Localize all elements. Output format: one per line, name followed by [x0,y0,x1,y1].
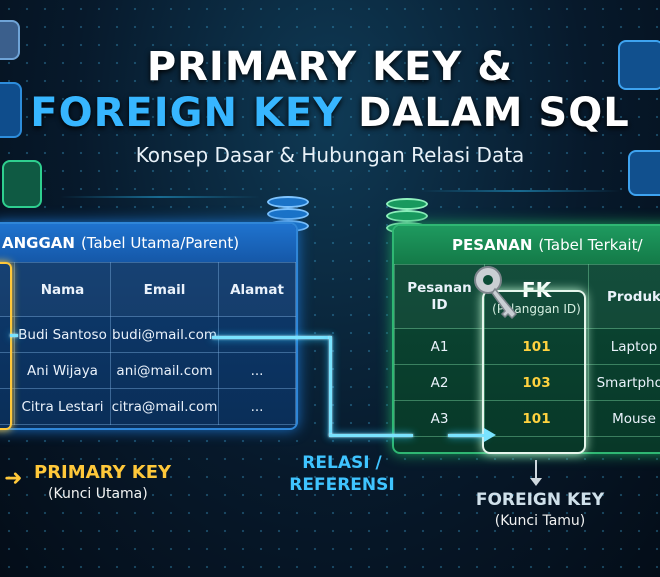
column-header-email: Email [110,262,219,317]
relation-label-line: RELASI / [302,453,382,473]
relation-arrow-icon [484,428,496,442]
table-cell: Citra Lestari [14,388,111,425]
foreign-key-sublabel: (Kunci Tamu) [494,513,586,529]
database-settings-icon [618,40,660,90]
relation-line [329,434,413,437]
child-table: PESANAN (Tabel Terkait/ Pesanan ID FK (P… [392,224,660,454]
child-table-name: PESANAN [452,236,533,254]
background-glow-line [60,196,260,198]
table-cell: ... [218,352,296,389]
relation-line [10,334,18,337]
parent-table-name: ANGGAN [2,234,75,252]
table-cell: 101 [484,400,589,437]
background-glow-line [420,190,620,192]
child-table-grid: Pesanan ID FK (Pelanggan ID) Produk A1 1… [394,264,660,437]
title-foreign-key: FOREIGN KEY [30,90,344,136]
table-cell: A1 [394,328,485,365]
relation-line [448,434,486,437]
table-row: A3 101 Mouse [394,400,660,437]
table-cell: 103 [484,364,589,401]
table-cell: Laptop [588,328,660,365]
database-icon [0,20,20,60]
key-icon [474,266,518,320]
table-row: Ani Wijaya ani@mail.com ... [0,352,296,389]
table-cell: budi@mail.com [110,316,219,353]
column-header-pesanan-id: Pesanan ID [394,264,485,329]
relation-label-line: REFERENSI [289,475,395,495]
parent-table-header: ANGGAN (Tabel Utama/Parent) [0,224,296,262]
relation-label: RELASI / REFERENSI [282,452,402,496]
subtitle: Konsep Dasar & Hubungan Relasi Data [135,143,525,167]
relation-line [212,336,330,339]
table-cell [218,316,296,353]
foreign-key-highlight [482,290,586,454]
network-icon [628,150,660,196]
arrow-down-icon [530,478,542,486]
table-row: Citra Lestari citra@mail.com ... [0,388,296,425]
title-dalam-sql: DALAM SQL [358,90,630,136]
table-row: Budi Santoso budi@mail.com [0,316,296,353]
foreign-key-label: FOREIGN KEY [475,490,605,510]
column-header-alamat: Alamat [218,262,296,317]
parent-table-caption: (Tabel Utama/Parent) [80,234,240,252]
parent-table-grid: Nama Email Alamat Budi Santoso budi@mail… [0,262,296,425]
primary-key-label: PRIMARY KEY [34,462,172,483]
table-cell: ani@mail.com [110,352,219,389]
child-table-header: PESANAN (Tabel Terkait/ [394,226,660,264]
table-cell: citra@mail.com [110,388,219,425]
table-cell: ... [218,388,296,425]
relation-line [329,336,332,436]
table-row: A1 101 Laptop [394,328,660,365]
header-text: ID [431,296,448,313]
table-cell: Mouse [588,400,660,437]
table-cell: Budi Santoso [14,316,111,353]
arrow-down-line [535,460,537,482]
arrow-right-icon: ➜ [4,466,23,491]
primary-key-highlight [0,262,12,430]
database-lock-icon [2,160,42,208]
title-line-2: FOREIGN KEY DALAM SQL [0,90,660,136]
table-cell: Ani Wijaya [14,352,111,389]
table-cell: A2 [394,364,485,401]
title-line-1: PRIMARY KEY & [146,44,514,90]
primary-key-sublabel: (Kunci Utama) [48,486,148,502]
child-table-caption: (Tabel Terkait/ [538,236,643,254]
table-cell: Smartphon [588,364,660,401]
document-icon [0,82,22,138]
column-header-produk: Produk [588,264,660,329]
column-header-nama: Nama [14,262,111,317]
table-row: A2 103 Smartphon [394,364,660,401]
parent-table: ANGGAN (Tabel Utama/Parent) Nama Email A… [0,222,298,430]
table-cell: A3 [394,400,485,437]
header-text: Pesanan [407,279,472,296]
fk-header-main: FK [521,277,552,302]
